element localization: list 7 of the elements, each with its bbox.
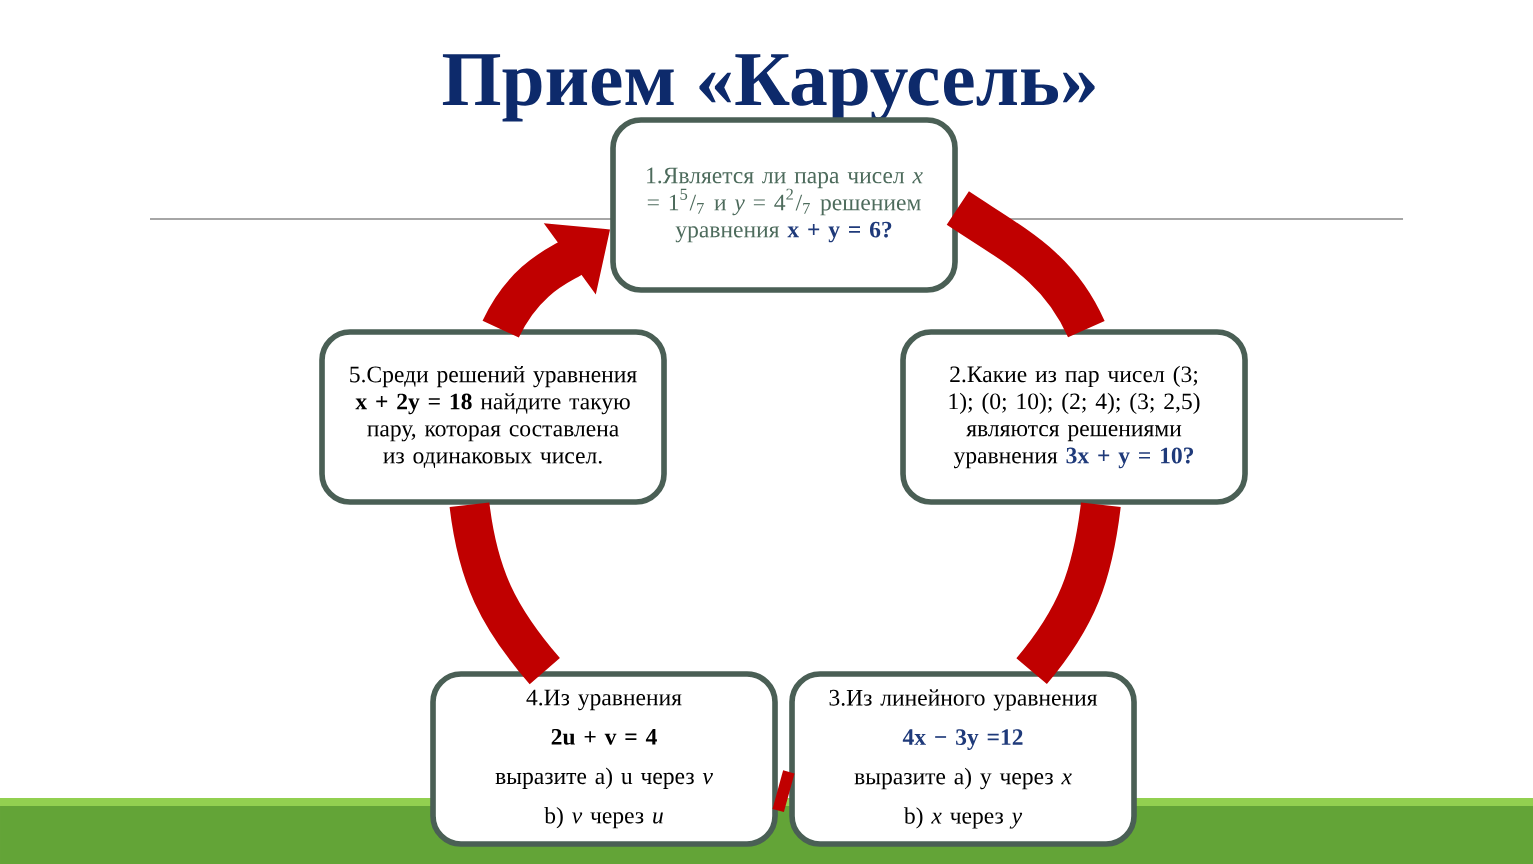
question-box: 5.Среди решений уравнения x + 2y = 18 найдите такую пару, которая составлена из одинаковых чисел. <box>319 329 667 505</box>
question-box: 1.Является ли пара чисел x = 1$^{5}$/$_{7}$ и y = 4$^{2}$/$_{7}$ решением уравнения x + y = 6? <box>610 117 958 293</box>
ring-segment <box>772 770 795 813</box>
ring-segment <box>946 191 1105 338</box>
question-box: 4.Из уравнения 2u + v = 4 выразите а) u через v b) v через u <box>430 671 778 847</box>
question-box: 3.Из линейного уравнения 4x − 3y =12 выразите а) у через x b) x через y <box>789 671 1137 847</box>
question-box: 2.Какие из пар чисел (3; 1); (0; 10); (2; 4); (3; 2,5) являются решениями уравнения 3x + y = 10? <box>900 329 1248 505</box>
